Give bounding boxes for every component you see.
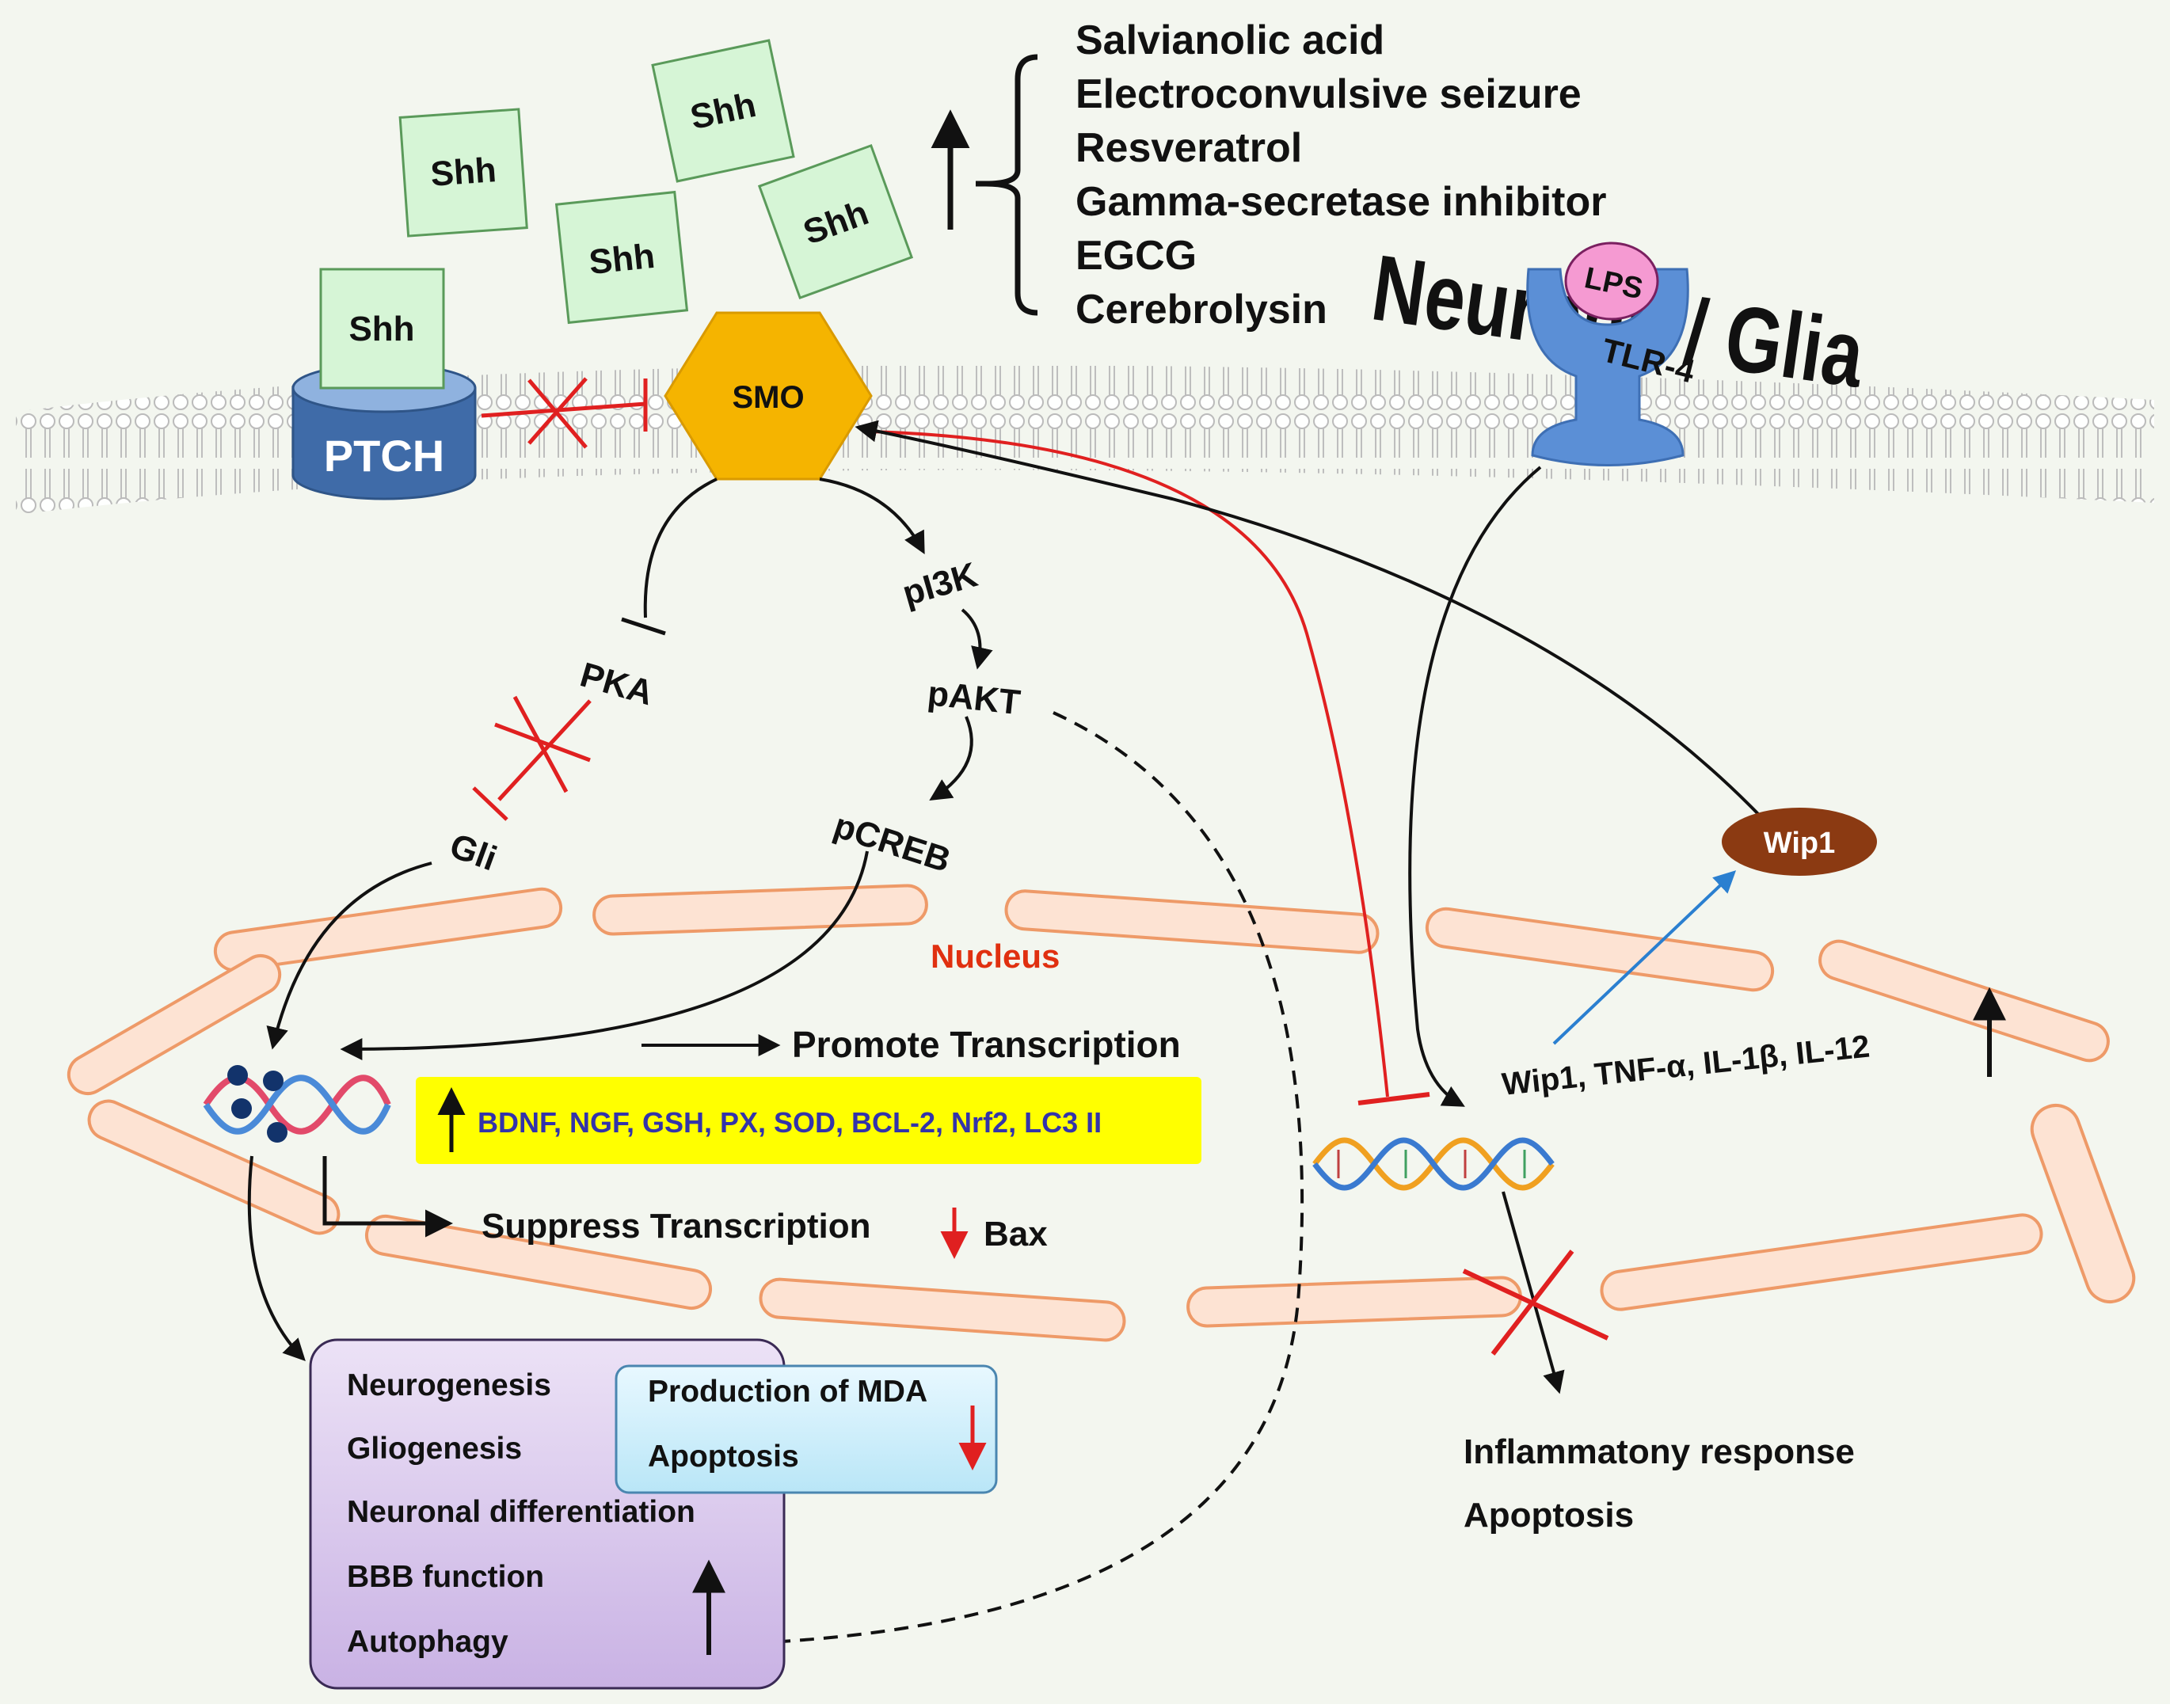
- upregulator-item: Resveratrol: [1075, 125, 1302, 171]
- pakt-pcreb-arrow: [929, 716, 973, 801]
- pakt-label: pAKT: [926, 674, 1022, 722]
- wip1-protein: Wip1: [1722, 808, 1877, 876]
- suppress-arrow: [322, 1156, 453, 1238]
- gene-wip1-blue-arrow: [1552, 870, 1737, 1045]
- shh-label: Shh: [587, 237, 657, 282]
- upregulator-item: EGCG: [1075, 233, 1197, 279]
- promoted-genes: BDNF, NGF, GSH, PX, SOD, BCL-2, Nrf2, LC…: [478, 1106, 1102, 1139]
- pcreb-label: pCREB: [829, 806, 955, 880]
- reduced-effect-item: Apoptosis: [648, 1440, 799, 1474]
- effect-item: Neurogenesis: [347, 1368, 551, 1402]
- smo-dna-red-inhibition: [870, 430, 1389, 1097]
- pi3k-pakt-arrow: [961, 608, 993, 670]
- dna-helix-right: [1312, 1137, 1555, 1191]
- suppressed-gene: Bax: [984, 1215, 1048, 1253]
- lps-ligand: LPS: [1564, 242, 1659, 321]
- promoted-genes-box: BDNF, NGF, GSH, PX, SOD, BCL-2, Nrf2, LC…: [416, 1077, 1201, 1164]
- shh-upregulators: Salvianolic acid Electroconvulsive seizu…: [931, 17, 1606, 333]
- smo-label: SMO: [732, 380, 804, 415]
- dna-helix-left: [203, 1065, 391, 1143]
- outcome-block-cross: [1462, 1250, 1609, 1356]
- dna-effects-arrow: [247, 1155, 306, 1362]
- pka-inhibition-bar: [621, 617, 666, 636]
- smo-pi3k-arrow: [819, 477, 925, 554]
- effect-item: Neuronal differentiation: [347, 1495, 695, 1529]
- ptch-label: PTCH: [324, 431, 444, 481]
- upregulator-item: Gamma-secretase inhibitor: [1075, 179, 1606, 225]
- pi3k-label: pI3K: [898, 555, 981, 613]
- shh-ligand: Shh: [757, 143, 914, 300]
- outcome-item: Apoptosis: [1464, 1496, 1634, 1535]
- nucleus-label: Nucleus: [931, 938, 1060, 975]
- nuclear-envelope: [67, 884, 2136, 1342]
- effect-item: Autophagy: [347, 1625, 508, 1659]
- dna-outcome-arrow: [1502, 1191, 1565, 1394]
- outcome-item: Inflammatony response: [1464, 1432, 1855, 1471]
- pka-gli-inhibition: [472, 695, 592, 821]
- effect-item: Gliogenesis: [347, 1432, 522, 1466]
- gli-label: Gli: [445, 826, 502, 878]
- red-inhibition-bar: [1357, 1092, 1430, 1105]
- upregulator-item: Electroconvulsive seizure: [1075, 71, 1582, 117]
- tlr4-nucleus-arrow: [1408, 466, 1542, 1107]
- shh-label: Shh: [429, 150, 497, 194]
- reduced-effect-item: Production of MDA: [648, 1375, 927, 1409]
- reduced-effects-box: Production of MDA Apoptosis: [615, 1364, 998, 1494]
- upregulator-item: Cerebrolysin: [1075, 287, 1327, 333]
- upregulator-item: Salvianolic acid: [1075, 17, 1384, 63]
- wip1-label: Wip1: [1764, 827, 1835, 860]
- suppress-label: Suppress Transcription: [482, 1207, 870, 1246]
- shh-ligand: Shh: [398, 108, 528, 238]
- shh-bound-ligand: Shh: [319, 268, 445, 390]
- shh-ligand: Shh: [651, 39, 795, 183]
- pakt-autophagy-dashed-arrow: [569, 711, 1304, 1655]
- smo-pka-inhibition: [643, 477, 718, 618]
- gli-dna-arrow: [266, 862, 432, 1050]
- shh-label: Shh: [348, 310, 414, 348]
- pcreb-dna-arrow: [340, 850, 869, 1060]
- ptch-smo-inhibition: [481, 377, 648, 449]
- shh-ligand: Shh: [554, 190, 689, 325]
- wip1-smo-arrow: [855, 420, 1761, 817]
- promote-label: Promote Transcription: [792, 1024, 1181, 1065]
- effect-item: BBB function: [347, 1560, 544, 1594]
